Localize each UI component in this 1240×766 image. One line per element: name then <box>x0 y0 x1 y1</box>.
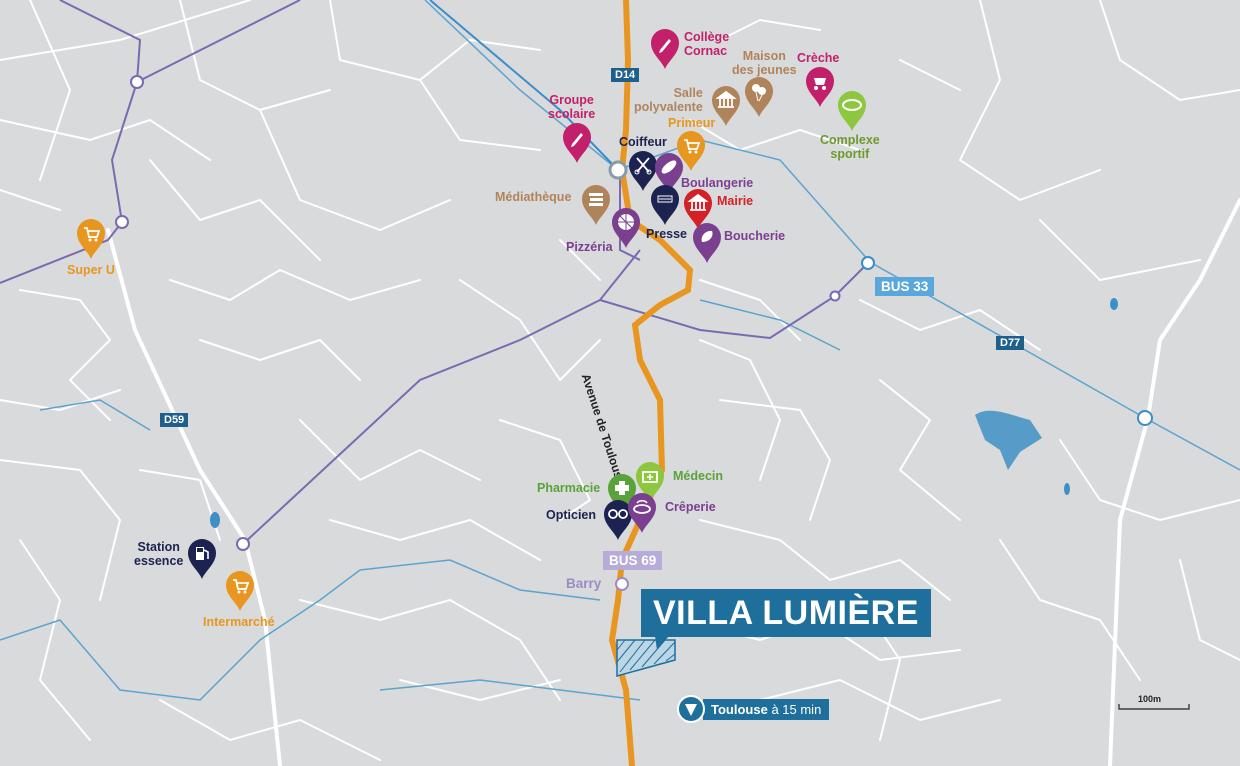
primeur-pin[interactable] <box>676 130 706 172</box>
groupe-line2: scolaire <box>548 107 596 121</box>
boucherie-pin[interactable] <box>692 222 722 264</box>
pond <box>1110 298 1118 310</box>
mediatheque-pin[interactable] <box>581 184 611 226</box>
coiffeur-pin[interactable] <box>628 150 658 192</box>
pizzeria-label: Pizzéria <box>566 240 613 254</box>
pharmacie-label: Pharmacie <box>537 481 601 495</box>
salle-pin[interactable] <box>711 85 741 127</box>
toulouse-city: Toulouse <box>711 701 768 717</box>
salle-line1: Salle <box>673 86 703 100</box>
primeur-label: Primeur <box>668 116 716 130</box>
maison-line1: Maison <box>742 49 786 63</box>
presse-label: Presse <box>646 227 688 241</box>
medecin-pin[interactable] <box>635 461 665 503</box>
complexe-line2: sportif <box>830 147 870 161</box>
pond <box>975 410 1042 470</box>
medecin-label: Médecin <box>673 469 724 483</box>
road-tag-d59: D59 <box>160 413 189 427</box>
main-roads <box>106 198 1240 766</box>
mairie-pin[interactable] <box>683 188 713 230</box>
road-tag-d77: D77 <box>996 336 1025 350</box>
boucherie-label: Boucherie <box>724 229 786 243</box>
opticien-pin[interactable] <box>603 499 633 541</box>
creche-label: Crèche <box>797 51 840 65</box>
intermarche-pin[interactable] <box>225 570 255 612</box>
creperie-pin[interactable] <box>627 492 657 534</box>
college-pin[interactable] <box>650 28 680 70</box>
coiffeur-label: Coiffeur <box>619 135 667 149</box>
villa-pointer <box>655 636 669 650</box>
bus-33-label: BUS 33 <box>875 277 935 296</box>
scale-bar: 100m <box>1118 694 1190 710</box>
creche-pin[interactable] <box>805 66 835 108</box>
complexe-pin[interactable] <box>837 90 867 132</box>
maison-line2: des jeunes <box>732 63 797 77</box>
superu-pin[interactable] <box>76 218 106 260</box>
bus-stops <box>115 75 841 551</box>
complexe-line1: Complexe <box>820 133 880 147</box>
waterways <box>0 0 1240 701</box>
creperie-label: Crêperie <box>665 500 716 514</box>
opticien-label: Opticien <box>546 508 597 522</box>
bus-line-33 <box>429 0 619 171</box>
mairie-label: Mairie <box>717 194 754 208</box>
bus-stop-barry <box>615 577 629 591</box>
toulouse-time: à 15 min <box>771 701 822 717</box>
station-line2: essence <box>134 554 184 568</box>
intermarche-label: Intermarché <box>203 615 275 629</box>
scale-label: 100m <box>1138 694 1162 704</box>
mediatheque-label: Médiathèque <box>495 190 572 204</box>
station-line1: Station <box>137 540 180 554</box>
road-tag-d14: D14 <box>611 68 640 82</box>
pond <box>210 512 220 528</box>
toulouse-direction: Toulouse à 15 min <box>677 695 830 723</box>
roundabout <box>608 160 628 180</box>
bus-line-purple <box>0 0 869 545</box>
college-line1: Collège <box>684 30 730 44</box>
presse-pin[interactable] <box>650 184 680 226</box>
superu-label: Super U <box>67 263 115 277</box>
groupe-pin[interactable] <box>562 122 592 164</box>
pond <box>1064 483 1070 495</box>
bus-stop-33 <box>861 256 875 270</box>
roundabout <box>1137 410 1153 426</box>
bus-69-label: BUS 69 <box>603 551 663 570</box>
pharmacie-pin[interactable] <box>607 473 637 515</box>
station-pin[interactable] <box>187 538 217 580</box>
barry-label: Barry <box>566 576 602 591</box>
boulangerie-label: Boulangerie <box>681 176 754 190</box>
arrow-down-icon <box>677 695 705 723</box>
groupe-line1: Groupe <box>549 93 594 107</box>
toulouse-label: Toulouse à 15 min <box>703 698 830 720</box>
college-line2: Cornac <box>684 44 728 58</box>
maison-pin[interactable] <box>744 76 774 118</box>
salle-line2: polyvalente <box>634 100 703 114</box>
pizzeria-pin[interactable] <box>611 207 641 249</box>
villa-lumiere-title: VILLA LUMIÈRE <box>641 589 931 637</box>
boulangerie-pin[interactable] <box>654 152 684 194</box>
